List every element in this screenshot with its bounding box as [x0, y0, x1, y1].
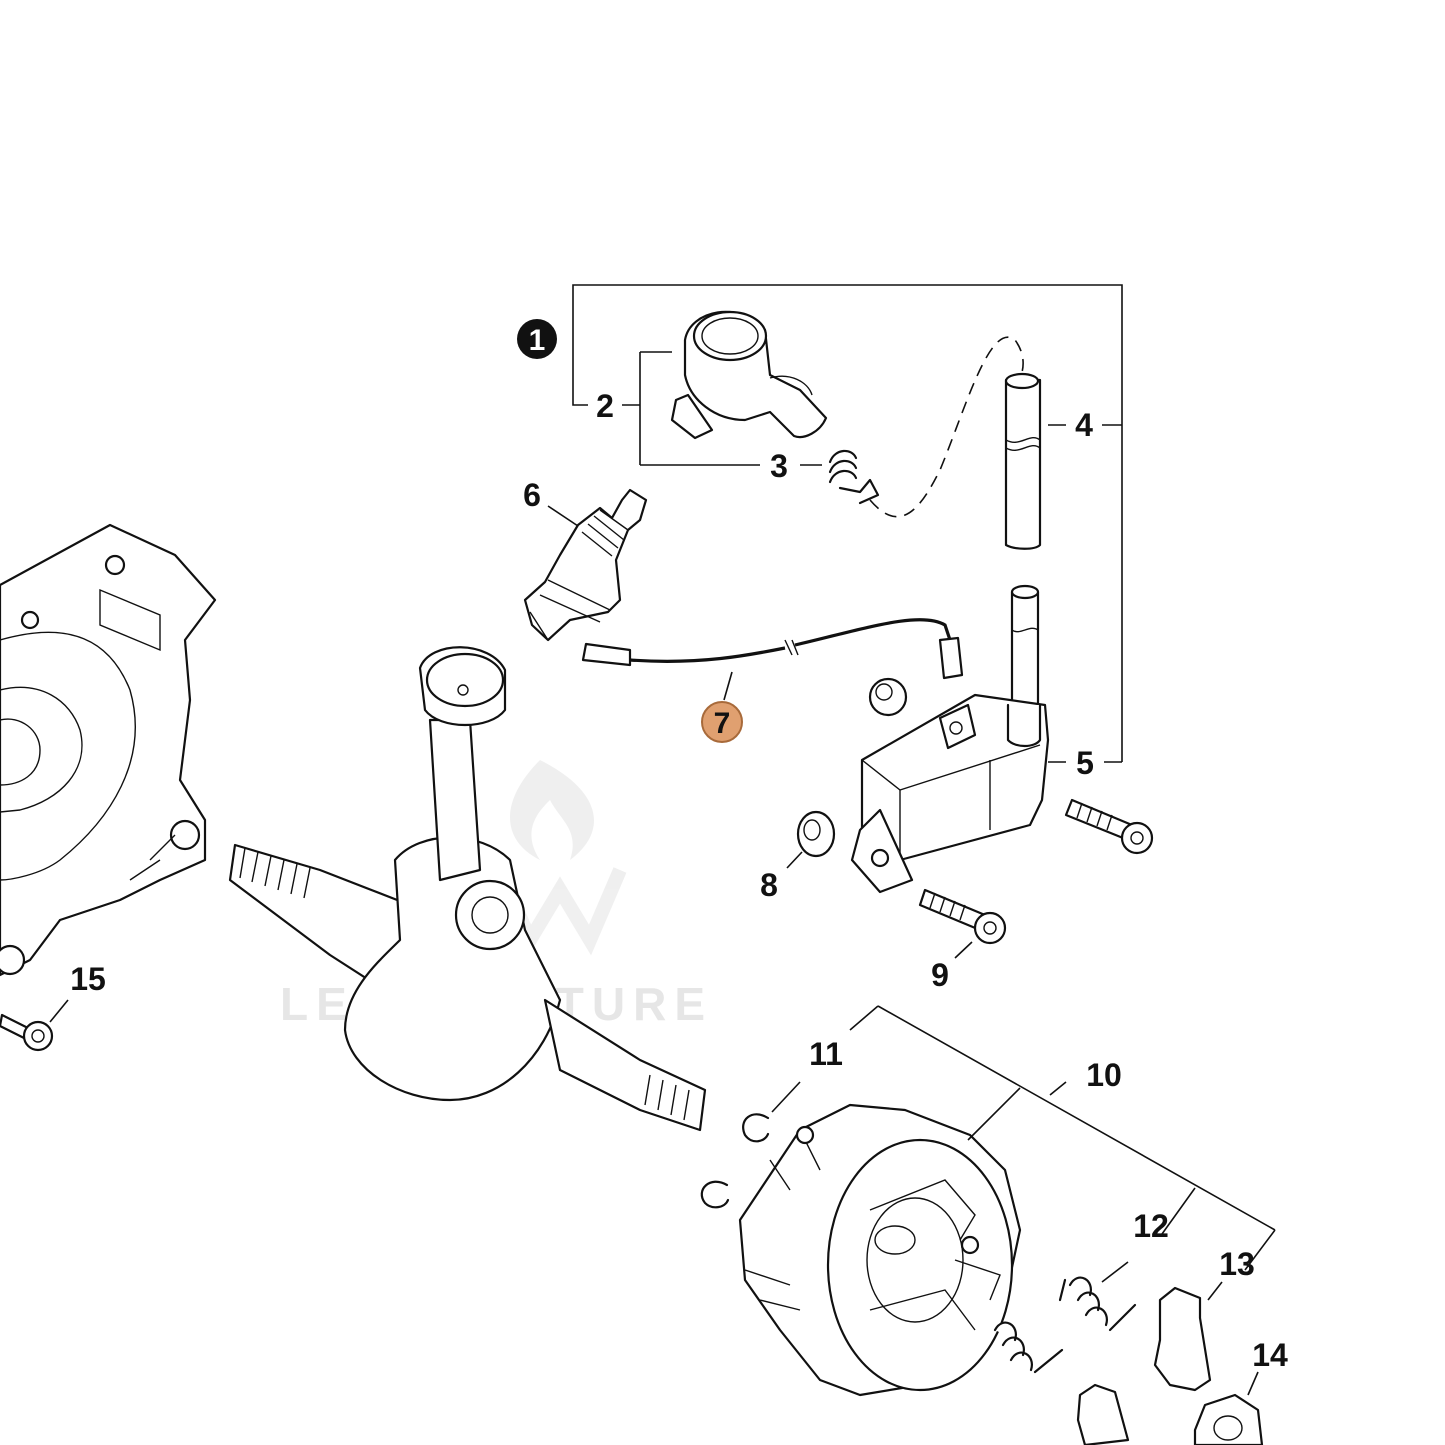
ignition-module-part[interactable]: [850, 693, 1050, 894]
callout-15[interactable]: 15: [70, 961, 106, 997]
callout-5[interactable]: 5: [1076, 745, 1094, 781]
callout-2[interactable]: 2: [596, 388, 614, 424]
screw-9-part[interactable]: [918, 798, 1154, 945]
callout-4[interactable]: 4: [1075, 407, 1093, 443]
callout-12[interactable]: 12: [1133, 1208, 1169, 1244]
callout-8[interactable]: 8: [760, 867, 778, 903]
crankshaft-part[interactable]: [228, 646, 707, 1132]
callout-9[interactable]: 9: [931, 957, 949, 993]
clutch-shoe-13-part[interactable]: [1076, 1286, 1212, 1445]
callout-11[interactable]: 11: [809, 1036, 843, 1072]
short-circuit-wire-part[interactable]: [581, 618, 964, 680]
nut-14-part[interactable]: [1193, 1393, 1264, 1445]
e-clip-11-part[interactable]: [700, 1113, 770, 1209]
callout-14[interactable]: 14: [1252, 1337, 1288, 1373]
bracket-2: [622, 351, 760, 466]
ignition-lead-dashed: [869, 336, 1024, 518]
callout-1[interactable]: 1: [517, 319, 557, 359]
callout-10[interactable]: 10: [1086, 1057, 1122, 1093]
bracket-10: [849, 1005, 1276, 1271]
svg-text:1: 1: [529, 324, 546, 357]
spark-plug-part[interactable]: [523, 488, 648, 642]
clutch-assembly-part[interactable]: [738, 1103, 1022, 1397]
ignition-lead-part[interactable]: [1004, 372, 1042, 712]
callout-7-highlighted[interactable]: 7: [701, 701, 743, 743]
callout-6[interactable]: 6: [523, 477, 541, 513]
grommet-8-part[interactable]: [796, 677, 908, 858]
spark-plug-cap-part[interactable]: [670, 310, 828, 440]
callout-13[interactable]: 13: [1219, 1246, 1255, 1282]
leader-lines: [49, 464, 1259, 1396]
crankcase-part[interactable]: [0, 523, 217, 977]
callout-3[interactable]: 3: [770, 448, 788, 484]
clutch-spring-12-part[interactable]: [993, 1276, 1137, 1374]
screw-15-part[interactable]: [0, 1013, 54, 1052]
bracket-1: [572, 284, 1123, 762]
svg-text:7: 7: [714, 707, 731, 740]
spring-3-part[interactable]: [828, 449, 880, 505]
